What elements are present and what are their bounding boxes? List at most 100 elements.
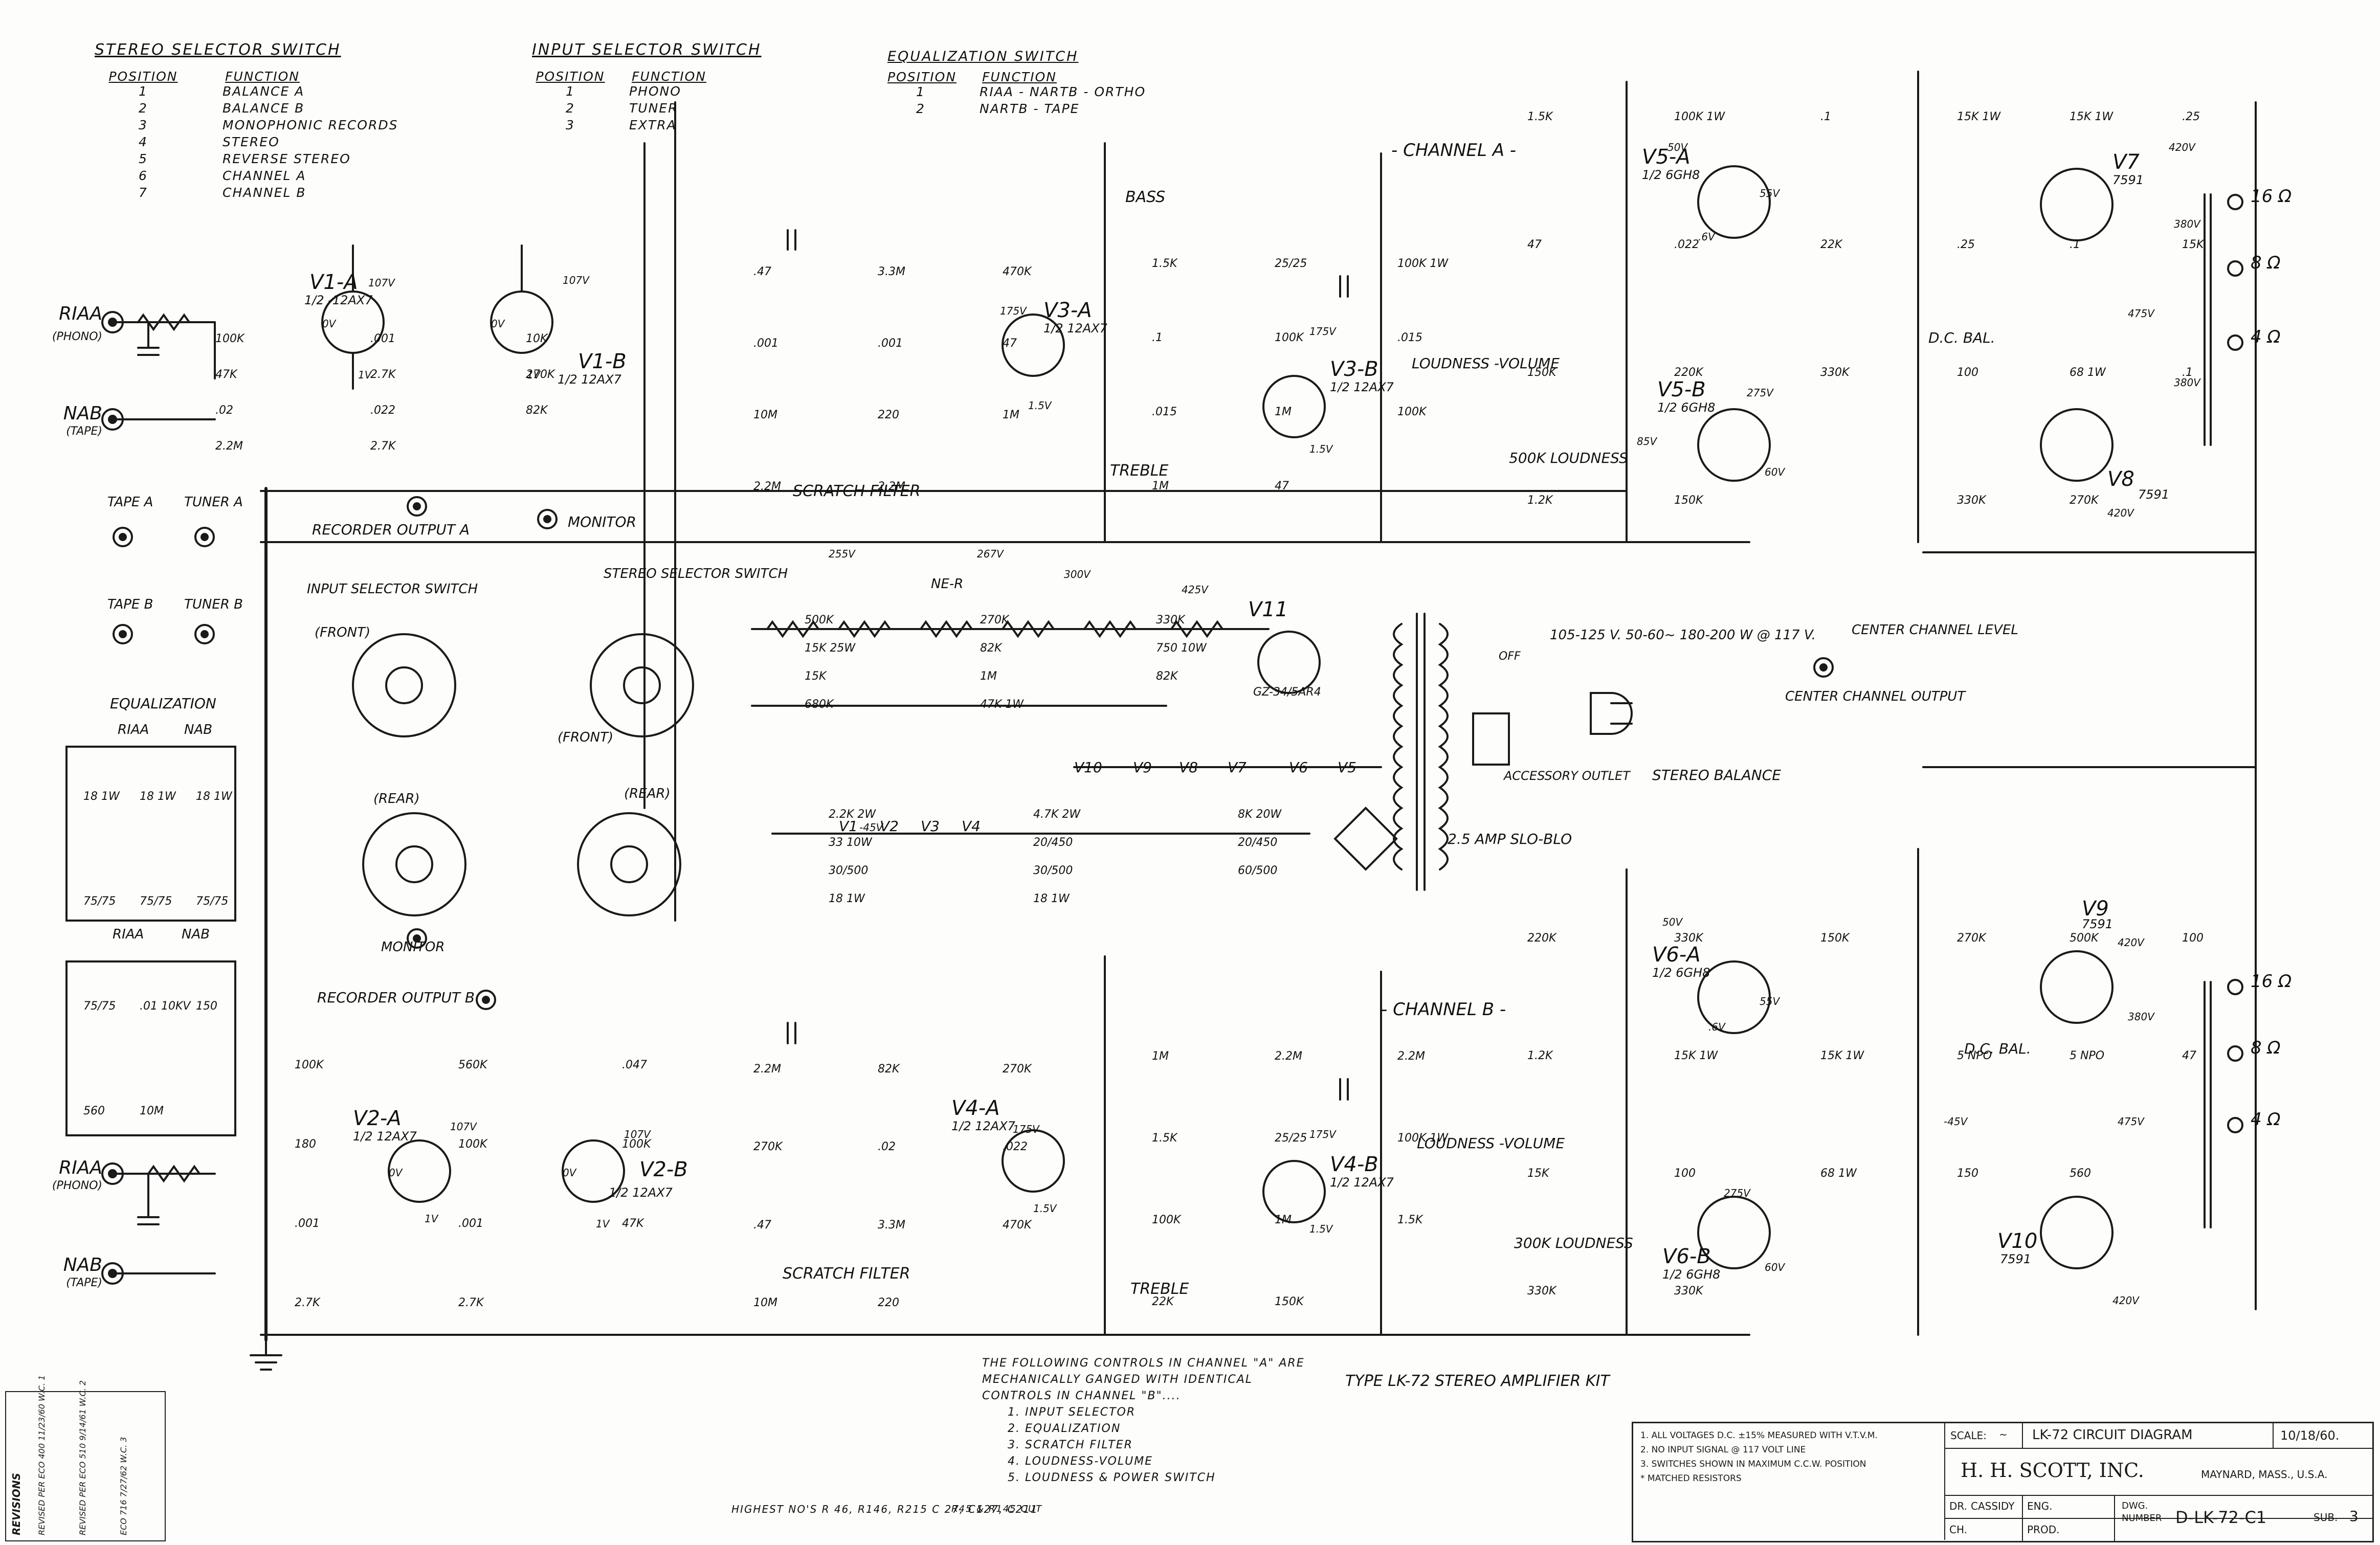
component-value-label: 4.7K 2W [1033, 808, 1081, 821]
component-value-label: 100K [622, 1138, 652, 1151]
component-value-label: 18 1W [140, 790, 176, 803]
revision-entry-1: REVISED PER ECO 400 11/23/60 W.C. 1 [37, 1375, 47, 1535]
heater-chain-label: V2 [880, 818, 899, 835]
label-center-channel-level: CENTER CHANNEL LEVEL [1852, 622, 2018, 638]
component-value-label: 15K 1W [2070, 110, 2114, 123]
component-value-label: .25 [2182, 110, 2200, 123]
component-value-label: 1.2K [1527, 494, 1553, 507]
stereo-row-position: 6 [139, 168, 148, 183]
revisions-title: REVISIONS [10, 1473, 23, 1535]
component-value-label: 2.7K [370, 440, 396, 453]
voltage-label: 1V [527, 369, 541, 381]
component-value-label: 68 1W [2070, 366, 2106, 379]
tb-scale-label: SCALE: [1950, 1429, 1987, 1442]
tb-company: H. H. SCOTT, INC. [1961, 1459, 2144, 1482]
component-value-label: 1M [1275, 406, 1292, 418]
tb-prod-label: PROD. [2027, 1524, 2060, 1536]
voltage-label: 380V [2174, 218, 2201, 230]
label-rear-1: (REAR) [373, 791, 420, 807]
component-value-label: 5 NPO [1957, 1049, 1992, 1062]
component-value-label: .001 [295, 1217, 320, 1230]
stereo-selector-table-title: STEREO SELECTOR SWITCH [95, 41, 341, 59]
highest-numbers-note: HIGHEST NO'S R 46, R146, R215 C 27, C127… [731, 1503, 1038, 1515]
component-value-label: 5 NPO [2070, 1049, 2104, 1062]
voltage-label: 1.5V [1309, 1223, 1333, 1235]
voltage-label: 175V [1013, 1123, 1040, 1135]
voltage-label: 175V [1000, 305, 1027, 317]
component-value-label: .25 [1957, 238, 1975, 251]
voltage-label: -45V [859, 821, 884, 834]
component-value-label: .01 10KV [140, 1000, 191, 1013]
label-spk-4a: 4 Ω [2251, 327, 2280, 347]
ganged-control-item: 5. LOUDNESS & POWER SWITCH [1008, 1471, 1216, 1484]
label-v5a-type: 1/2 6GH8 [1642, 168, 1700, 182]
component-value-label: 1M [1152, 1050, 1169, 1063]
component-value-label: 15K 1W [1957, 110, 2001, 123]
label-accessory-outlet: ACCESSORY OUTLET [1503, 769, 1631, 783]
stereo-row-function: CHANNEL A [223, 168, 306, 183]
ganged-controls-note: THE FOLLOWING CONTROLS IN CHANNEL "A" AR… [982, 1355, 1309, 1486]
title-block-notes: 1. ALL VOLTAGES D.C. ±15% MEASURED WITH … [1633, 1423, 1945, 1540]
component-value-label: 1.5K [1152, 257, 1178, 270]
voltage-label: 475V [2118, 1115, 2145, 1128]
label-tuner-input-a: TUNER A [184, 495, 243, 510]
component-value-label: .022 [1003, 1140, 1028, 1153]
component-value-label: .022 [370, 404, 395, 417]
voltage-label: 255V [829, 548, 856, 560]
component-value-label: 10M [753, 1296, 777, 1309]
stereo-row-position: 1 [139, 84, 148, 99]
component-value-label: 560K [458, 1059, 488, 1071]
component-value-label: 75/75 [140, 895, 172, 908]
component-value-label: 1M [1152, 480, 1169, 492]
heater-chain-label: V9 [1133, 759, 1152, 776]
label-treble-b: TREBLE [1130, 1280, 1189, 1298]
label-front-1: (FRONT) [315, 625, 370, 640]
label-nab-tape-b: NAB [63, 1255, 102, 1275]
voltage-label: .6V [1708, 1021, 1726, 1033]
component-value-label: 270K [526, 368, 555, 381]
eq-row-function: RIAA - NARTB - ORTHO [980, 84, 1146, 99]
label-tape-a: (TAPE) [66, 425, 102, 438]
stereo-row-position: 3 [139, 118, 148, 132]
revisions-block: REVISIONS REVISED PER ECO 400 11/23/60 W… [5, 1375, 166, 1541]
component-value-label: 47K [622, 1217, 644, 1230]
heater-chain-label: V5 [1338, 759, 1356, 776]
voltage-label: 175V [1309, 1128, 1337, 1140]
label-v3b: V3-B [1330, 357, 1378, 381]
label-riaa-eq-b: RIAA [113, 927, 144, 942]
label-rear-2: (REAR) [624, 786, 671, 801]
tb-dr-value: CASSIDY [1971, 1500, 2015, 1512]
label-stereo-balance: STEREO BALANCE [1652, 767, 1781, 783]
label-riaa-eq-a: RIAA [118, 722, 149, 737]
input-row-position: 2 [566, 101, 575, 116]
component-value-label: .1 [2070, 238, 2080, 251]
input-row-function: TUNER [629, 101, 678, 116]
label-v10: V10 [1997, 1229, 2037, 1253]
component-value-label: 15K [1527, 1167, 1550, 1180]
label-v5b: V5-B [1657, 378, 1706, 401]
input-selector-table-title: INPUT SELECTOR SWITCH [532, 41, 762, 59]
component-value-label: 100 [2182, 932, 2204, 945]
stereo-row-position: 2 [139, 101, 148, 116]
voltage-label: 0V [563, 1167, 577, 1179]
label-recorder-output-a: RECORDER OUTPUT A [312, 521, 470, 538]
component-value-label: 47 [1003, 337, 1017, 350]
component-value-label: 1.5K [1152, 1132, 1178, 1145]
voltage-label: 50V [1667, 141, 1688, 153]
voltage-label: 107V [368, 277, 395, 289]
component-value-label: 150 [1957, 1167, 1978, 1180]
label-amplifier-kit: TYPE LK-72 STEREO AMPLIFIER KIT [1345, 1372, 1611, 1390]
voltage-label: 275V [1747, 387, 1774, 399]
label-v4b-type: 1/2 12AX7 [1330, 1175, 1394, 1190]
heater-chain-label: V1 [839, 818, 858, 835]
label-input-selector-switch: INPUT SELECTOR SWITCH [307, 581, 478, 597]
component-value-label: 1M [980, 670, 997, 683]
component-value-label: 25/25 [1275, 1132, 1307, 1145]
component-value-label: 1M [1275, 1214, 1292, 1226]
component-value-label: 18 1W [829, 892, 865, 905]
label-v5a: V5-A [1642, 145, 1691, 169]
